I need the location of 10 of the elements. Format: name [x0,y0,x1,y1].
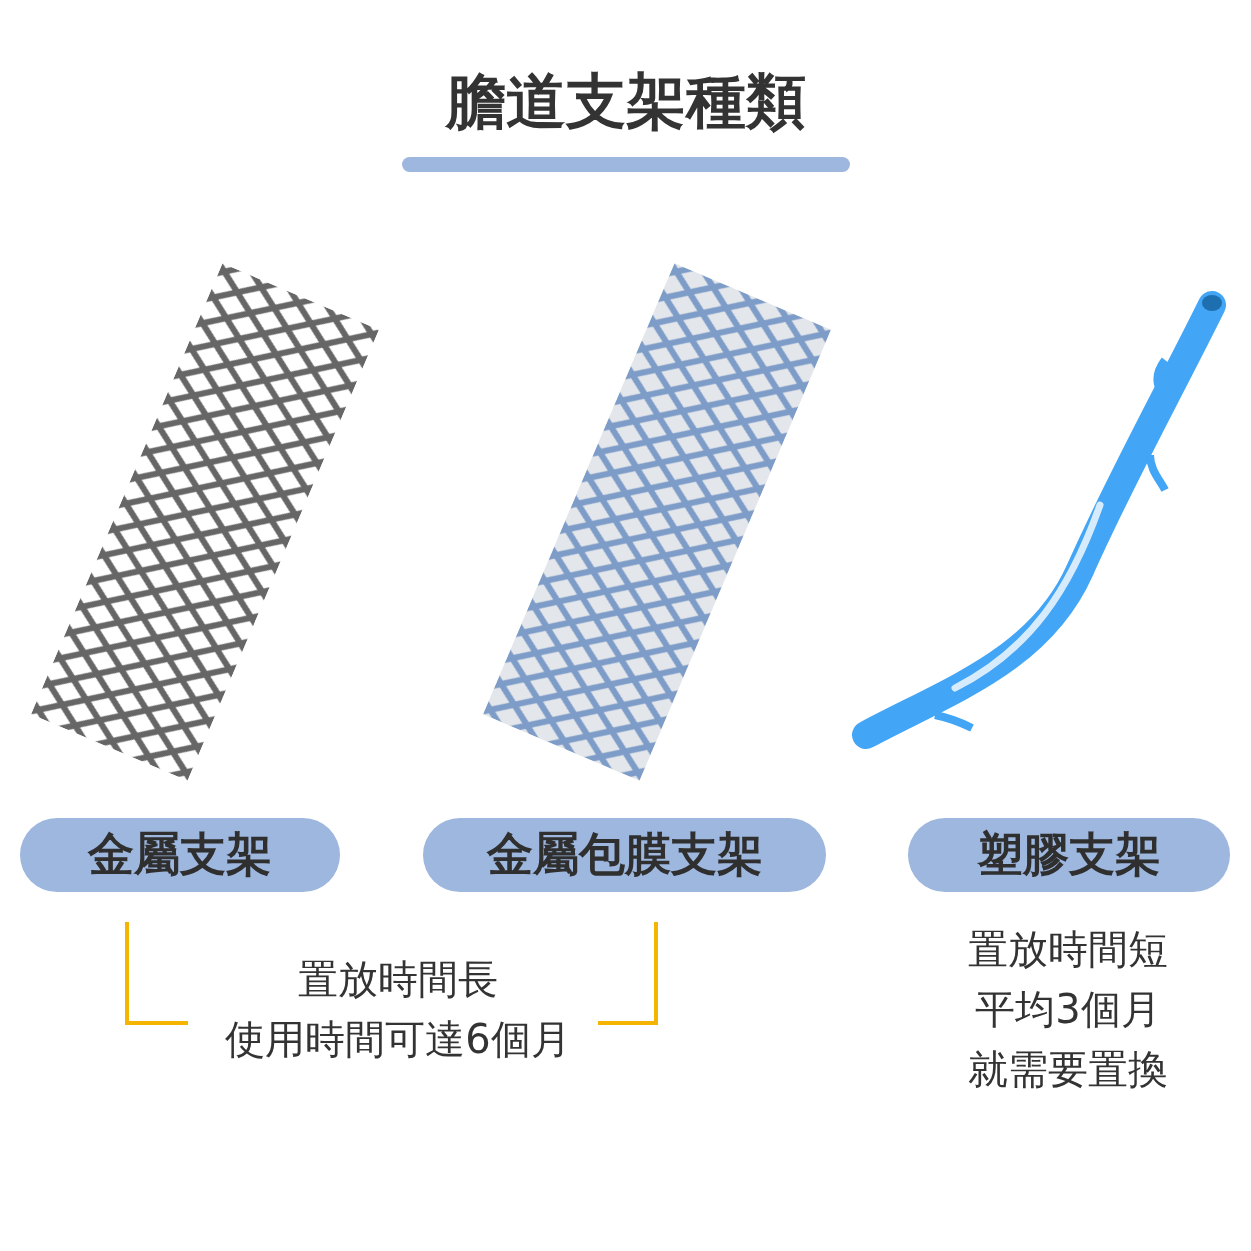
note-text: 平均3個月 [975,985,1161,1034]
title: 膽道支架種類 [445,65,806,138]
title-underline-bar [402,157,850,172]
note-text: 置放時間長 [298,955,498,1004]
note-text: 就需要置換 [968,1045,1168,1094]
stent-type-name: 金屬支架 [88,826,272,883]
note-text: 置放時間短 [968,925,1168,974]
stent-type-name: 塑膠支架 [977,826,1161,883]
stent-type-name: 金屬包膜支架 [486,826,763,883]
note-text: 使用時間可達6個月 [225,1015,571,1064]
